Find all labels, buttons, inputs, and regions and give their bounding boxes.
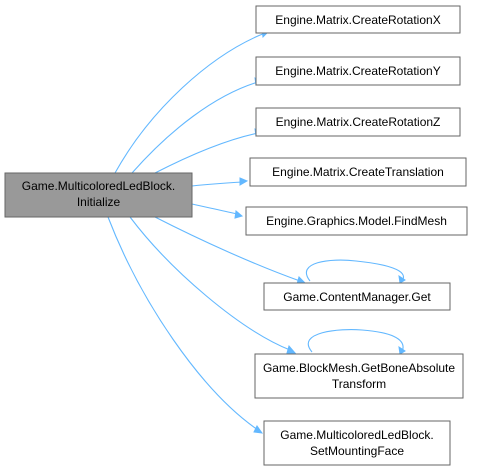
arrowhead-mount (253, 425, 264, 434)
edge-to-roty (131, 81, 259, 174)
edge-to-bone (129, 216, 291, 351)
arrowhead-self-get (398, 274, 406, 284)
node-set-mounting-face[interactable]: Game.MulticoloredLedBlock. SetMountingFa… (263, 420, 451, 466)
node-find-mesh[interactable]: Engine.Graphics.Model.FindMesh (245, 206, 468, 236)
edge-to-get (154, 216, 301, 282)
edge-to-rotx (114, 32, 266, 174)
arrowhead-self-bone (398, 345, 406, 355)
self-loop-bone (308, 329, 404, 353)
node-content-manager-get[interactable]: Game.ContentManager.Get (263, 282, 451, 311)
node-create-rotation-x[interactable]: Engine.Matrix.CreateRotationX (255, 5, 461, 34)
edge-to-rotz (154, 132, 259, 174)
get-label: Game.ContentManager.Get (283, 290, 431, 304)
source-label-line2: Initialize (77, 195, 121, 209)
node-create-translation[interactable]: Engine.Matrix.CreateTranslation (249, 157, 467, 187)
source-label-line1: Game.MulticoloredLedBlock. (22, 179, 175, 193)
arrowhead-bone (286, 344, 297, 354)
edge-to-findmesh (191, 203, 238, 215)
edge-to-mount (107, 216, 259, 431)
node-source-initialize[interactable]: Game.MulticoloredLedBlock. Initialize (4, 172, 193, 218)
rotx-label: Engine.Matrix.CreateRotationX (275, 13, 440, 27)
bone-label-line1: Game.BlockMesh.GetBoneAbsolute (263, 361, 455, 375)
node-create-rotation-y[interactable]: Engine.Matrix.CreateRotationY (255, 56, 461, 86)
mount-label-line2: SetMountingFace (310, 444, 404, 458)
arrowhead-translation (239, 177, 249, 186)
mount-label-line1: Game.MulticoloredLedBlock. (280, 428, 433, 442)
node-get-bone-absolute-transform[interactable]: Game.BlockMesh.GetBoneAbsolute Transform (254, 353, 464, 399)
node-create-rotation-z[interactable]: Engine.Matrix.CreateRotationZ (255, 107, 461, 137)
arrowhead-findmesh (234, 210, 244, 219)
self-loop-get (305, 259, 405, 282)
translation-label: Engine.Matrix.CreateTranslation (272, 165, 444, 179)
roty-label: Engine.Matrix.CreateRotationY (275, 64, 440, 78)
rotz-label: Engine.Matrix.CreateRotationZ (276, 115, 441, 129)
bone-label-line2: Transform (332, 377, 386, 391)
findmesh-label: Engine.Graphics.Model.FindMesh (266, 214, 447, 228)
edge-to-translation (191, 181, 244, 187)
